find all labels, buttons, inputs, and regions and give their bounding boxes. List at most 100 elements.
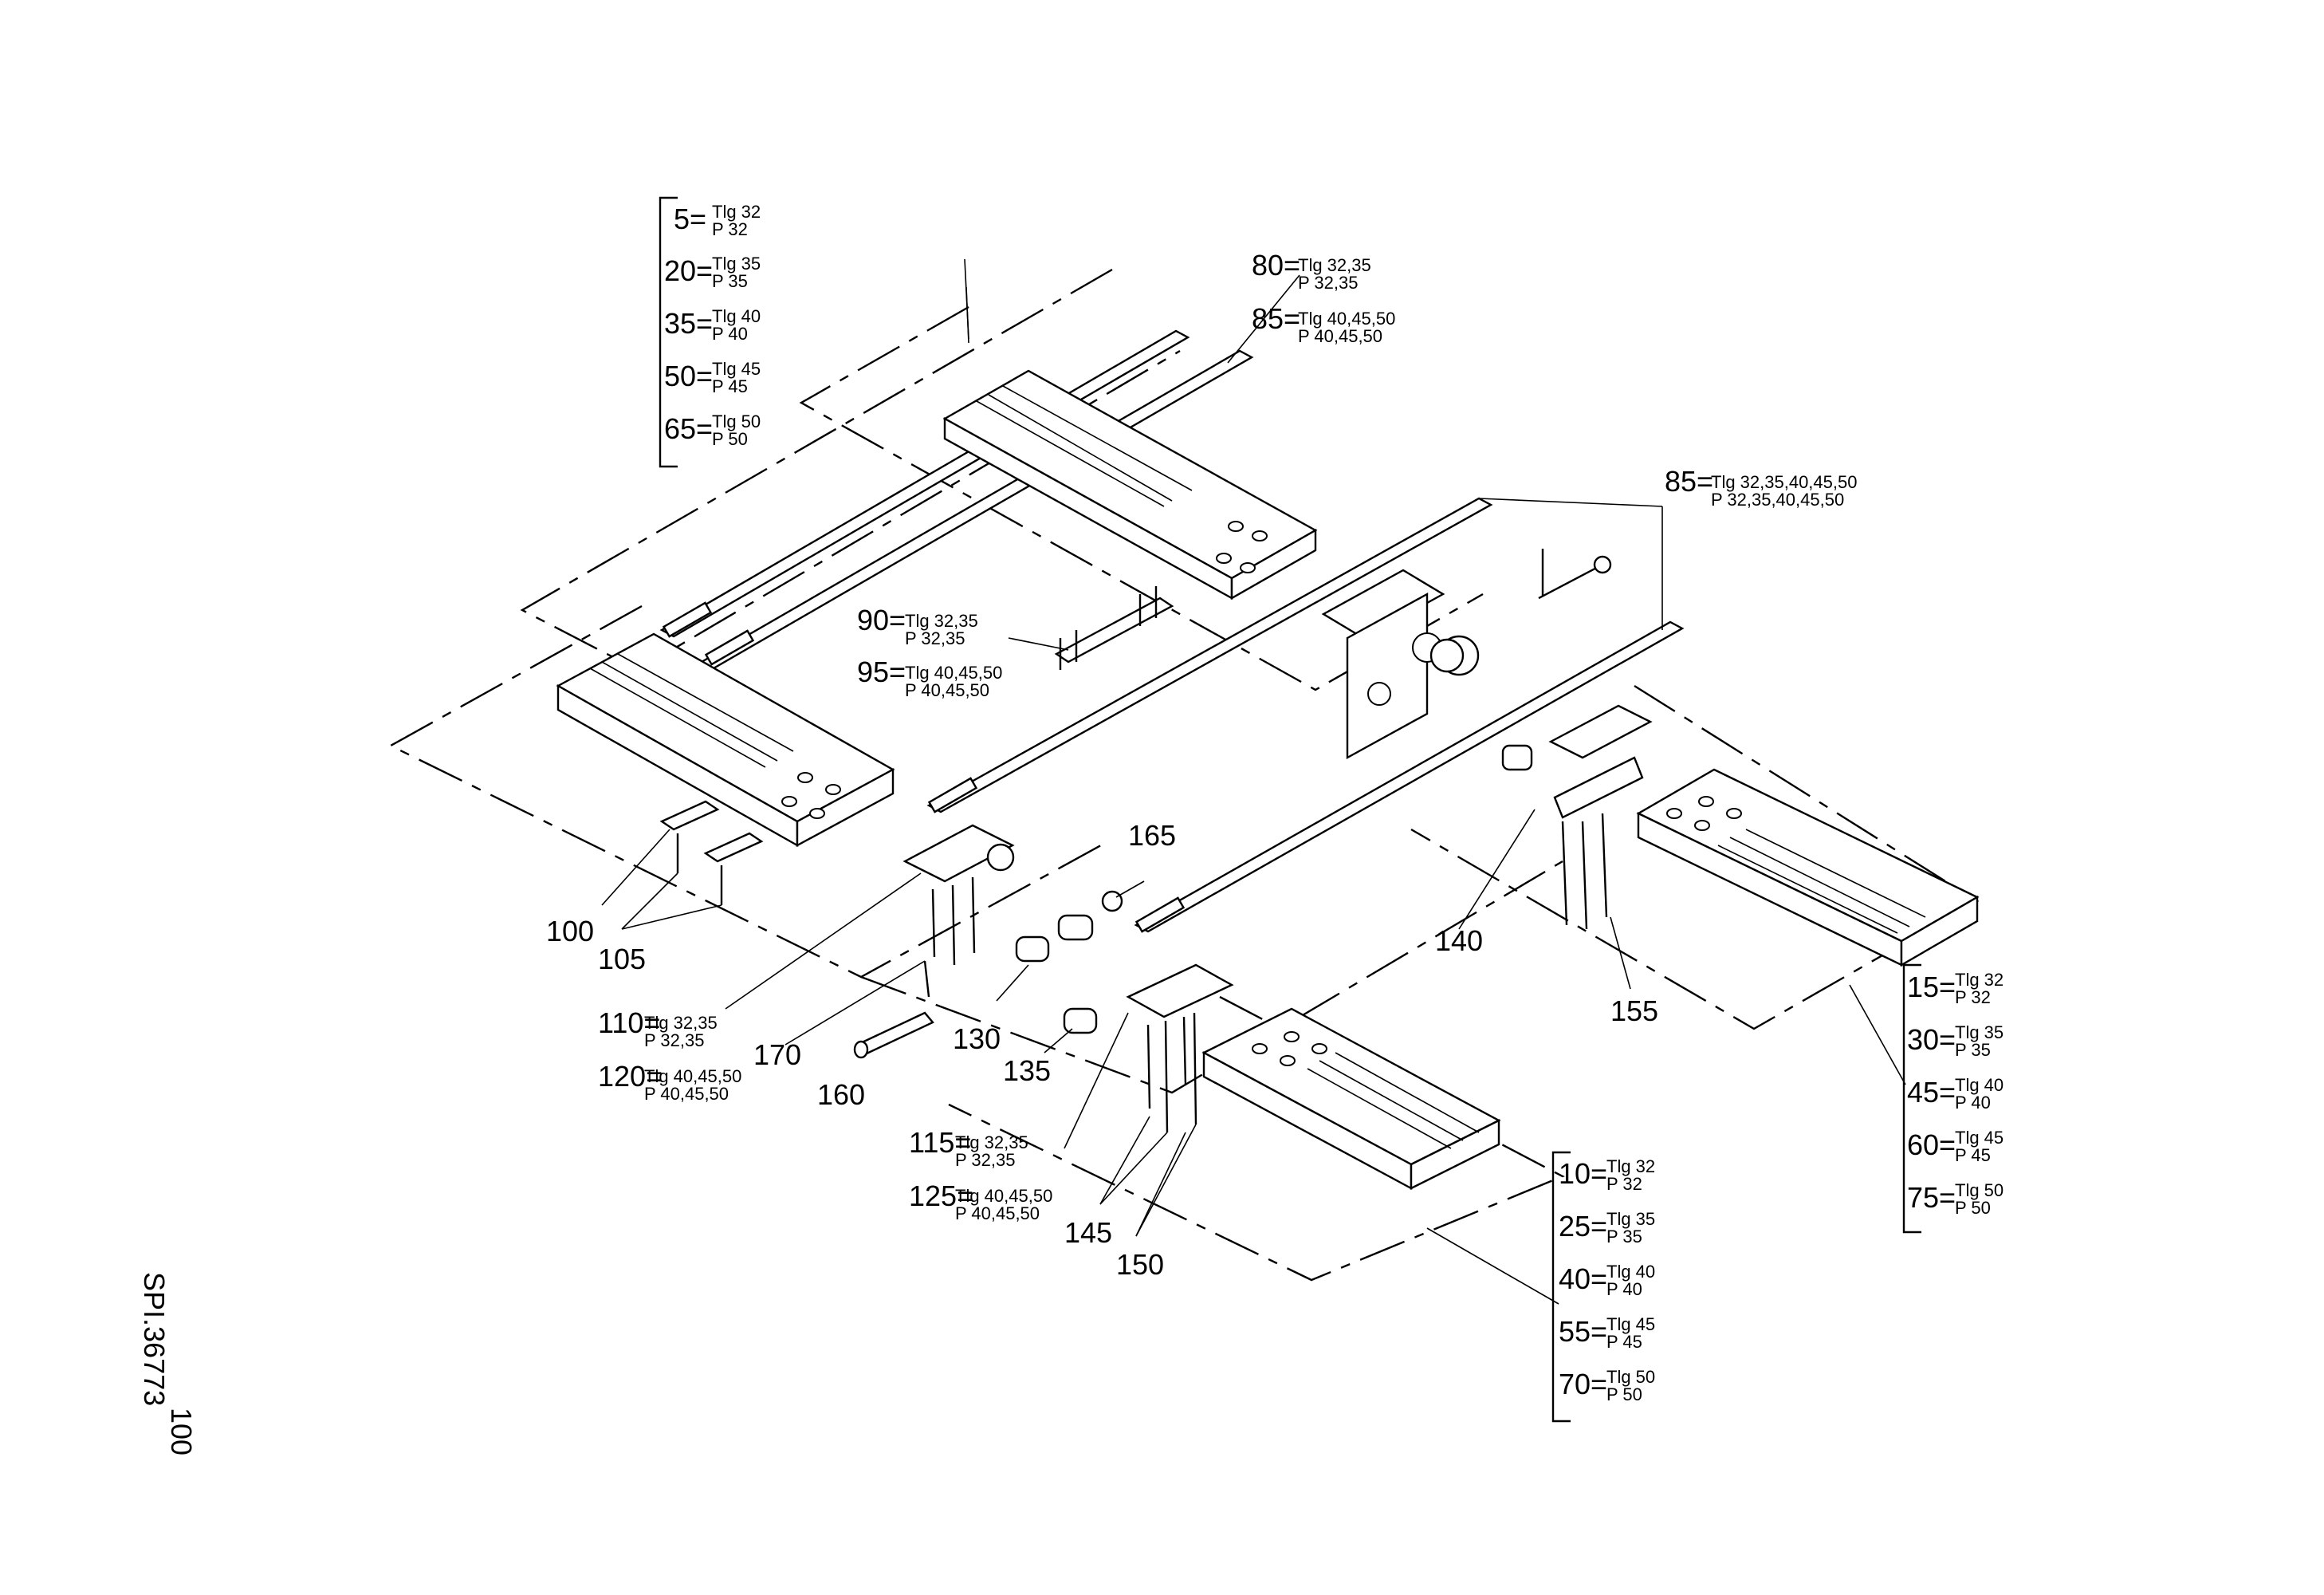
svg-text:P 40,45,50: P 40,45,50	[644, 1084, 729, 1104]
svg-text:Tlg 32,35: Tlg 32,35	[644, 1013, 718, 1033]
svg-text:55=: 55=	[1559, 1315, 1607, 1348]
svg-text:Tlg 50: Tlg 50	[1955, 1180, 2004, 1200]
svg-text:Tlg 40: Tlg 40	[1606, 1262, 1655, 1282]
svg-text:Tlg 45: Tlg 45	[1606, 1314, 1655, 1334]
svg-text:P 40,45,50: P 40,45,50	[905, 680, 989, 700]
svg-text:P 35: P 35	[1955, 1040, 1991, 1060]
svg-text:Tlg 32,35,40,45,50: Tlg 32,35,40,45,50	[1711, 472, 1857, 492]
callout-110: 110=Tlg 32,35P 32,35	[598, 1006, 718, 1050]
item-label: 160	[817, 1078, 865, 1111]
svg-text:110=: 110=	[598, 1006, 660, 1039]
svg-text:P 50: P 50	[712, 429, 748, 449]
track-pads	[556, 369, 1980, 1191]
svg-text:5=: 5=	[674, 203, 706, 235]
svg-text:P 45: P 45	[1955, 1145, 1991, 1165]
item-label: 135	[1003, 1054, 1051, 1087]
svg-text:70=: 70=	[1559, 1368, 1607, 1400]
svg-text:P 45: P 45	[712, 376, 748, 396]
item-label: 130	[953, 1022, 1001, 1055]
svg-text:75=: 75=	[1907, 1181, 1956, 1214]
svg-text:Tlg 35: Tlg 35	[1955, 1022, 2004, 1042]
svg-text:Tlg 32,35: Tlg 32,35	[955, 1132, 1028, 1152]
svg-text:Tlg 40,45,50: Tlg 40,45,50	[1298, 309, 1395, 329]
assembly-outline-lines	[388, 268, 1980, 1282]
svg-text:P 32,35: P 32,35	[1298, 273, 1358, 293]
svg-text:Tlg 32: Tlg 32	[712, 202, 761, 222]
callout-90: 90=Tlg 32,35P 32,35	[857, 604, 978, 648]
item-label: 165	[1128, 819, 1176, 852]
callout-120: 120=Tlg 40,45,50P 40,45,50	[598, 1060, 741, 1104]
svg-text:Tlg 45: Tlg 45	[712, 359, 761, 379]
svg-text:P 32: P 32	[1955, 987, 1991, 1007]
svg-text:25=: 25=	[1559, 1210, 1607, 1243]
table-row: 35=Tlg 40P 40	[664, 306, 761, 344]
table-group-2: 15=Tlg 32P 32 30=Tlg 35P 35 45=Tlg 40P 4…	[1907, 970, 2004, 1218]
svg-text:Tlg 40: Tlg 40	[1955, 1075, 2004, 1095]
table-row: 75=Tlg 50P 50	[1907, 1180, 2004, 1218]
svg-text:P 50: P 50	[1955, 1198, 1991, 1218]
table-row: 65=Tlg 50P 50	[664, 412, 761, 449]
svg-text:P 50: P 50	[1606, 1384, 1642, 1404]
svg-text:85=: 85=	[1252, 302, 1300, 335]
table-row: 15=Tlg 32P 32	[1907, 970, 2004, 1007]
item-label: 150	[1116, 1248, 1164, 1281]
svg-text:85=: 85=	[1665, 465, 1713, 498]
callout-85-b: 85=Tlg 32,35,40,45,50P 32,35,40,45,50	[1665, 465, 1857, 510]
svg-text:Tlg 50: Tlg 50	[1606, 1367, 1655, 1387]
svg-text:60=: 60=	[1907, 1128, 1956, 1161]
svg-text:65=: 65=	[664, 412, 713, 445]
svg-text:95=: 95=	[857, 656, 906, 688]
svg-text:P 32: P 32	[1606, 1174, 1642, 1194]
svg-text:Tlg 32,35: Tlg 32,35	[1298, 255, 1371, 275]
drawing-reference: 100 SPI.36773	[138, 1272, 198, 1455]
item-label: 100	[546, 915, 594, 947]
svg-text:30=: 30=	[1907, 1023, 1956, 1056]
svg-text:Tlg 40,45,50: Tlg 40,45,50	[644, 1066, 741, 1086]
callout-labels: 80=Tlg 32,35P 32,35 85=Tlg 40,45,50P 40,…	[598, 249, 1857, 1223]
table-group-3: 10=Tlg 32P 32 25=Tlg 35P 35 40=Tlg 40 P 4…	[1559, 1156, 1655, 1404]
svg-text:P 40,45,50: P 40,45,50	[1298, 326, 1382, 346]
callout-85-a: 85=Tlg 40,45,50P 40,45,50	[1252, 302, 1395, 346]
svg-text:50=: 50=	[664, 360, 713, 392]
svg-text:35=: 35=	[664, 307, 713, 340]
callout-80: 80=Tlg 32,35P 32,35	[1252, 249, 1371, 293]
callout-95: 95=Tlg 40,45,50P 40,45,50	[857, 656, 1002, 700]
table-row: 25=Tlg 35P 35	[1559, 1209, 1655, 1246]
table-row: 30=Tlg 35P 35	[1907, 1022, 2004, 1060]
svg-text:10=: 10=	[1559, 1157, 1607, 1190]
table-row: 45=Tlg 40P 40	[1907, 1075, 2004, 1113]
svg-text:P 32: P 32	[712, 219, 748, 239]
svg-text:Tlg 32,35: Tlg 32,35	[905, 611, 978, 631]
svg-text:P 45: P 45	[1606, 1332, 1642, 1352]
item-labels: 100 105 170 160 130 135 165 140 155 145 …	[546, 819, 1658, 1281]
item-label: 140	[1435, 924, 1483, 957]
svg-text:Tlg 50: Tlg 50	[712, 412, 761, 431]
table-row: 20=Tlg 35P 35	[664, 254, 761, 291]
table-bracket-left	[659, 196, 678, 468]
table-row: 5= Tlg 32P 32	[674, 202, 761, 239]
item-label: 145	[1064, 1216, 1112, 1249]
svg-text:P 32,35,40,45,50: P 32,35,40,45,50	[1711, 490, 1844, 510]
item-label: 170	[753, 1038, 801, 1071]
svg-text:P 32,35: P 32,35	[905, 628, 965, 648]
svg-text:15=: 15=	[1907, 971, 1956, 1003]
leader-lines	[601, 258, 1906, 1305]
drawing-id: SPI.36773	[138, 1272, 171, 1406]
svg-text:Tlg 40: Tlg 40	[712, 306, 761, 326]
svg-text:80=: 80=	[1252, 249, 1300, 282]
svg-text:20=: 20=	[664, 254, 713, 287]
svg-text:Tlg 45: Tlg 45	[1955, 1128, 2004, 1148]
svg-text:45=: 45=	[1907, 1076, 1956, 1109]
table-row: 55=Tlg 45P 45	[1559, 1314, 1655, 1352]
table-row: 60=Tlg 45P 45	[1907, 1128, 2004, 1165]
svg-text:115=: 115=	[909, 1126, 971, 1159]
table-row: 10=Tlg 32P 32	[1559, 1156, 1655, 1194]
svg-text:P 40: P 40	[1955, 1093, 1991, 1113]
svg-text:Tlg 32: Tlg 32	[1955, 970, 2004, 990]
item-label: 105	[598, 943, 646, 975]
svg-text:Tlg 35: Tlg 35	[1606, 1209, 1655, 1229]
svg-text:40=: 40=	[1559, 1262, 1607, 1295]
svg-text:P 32,35: P 32,35	[644, 1030, 704, 1050]
svg-text:Tlg 40,45,50: Tlg 40,45,50	[955, 1186, 1052, 1206]
